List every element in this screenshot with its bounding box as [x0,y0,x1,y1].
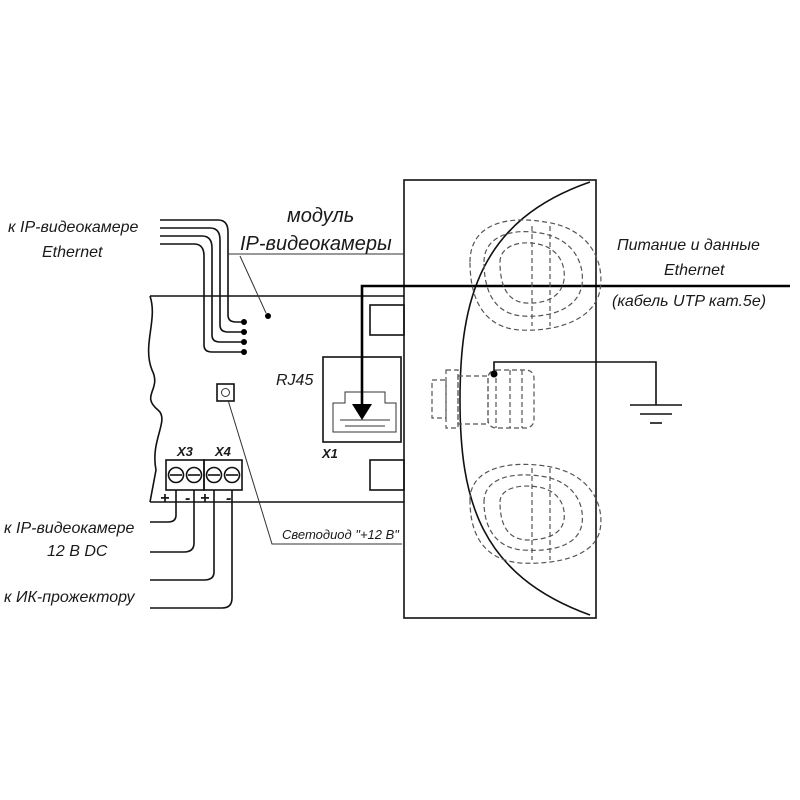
label-x4-plus: + [200,490,209,507]
center-cable-gland [431,369,535,429]
label-module-2: IP-видеокамеры [240,233,392,255]
top-cable-gland [469,219,602,331]
housing-wall [403,179,597,619]
label-rj45: RJ45 [276,372,313,389]
label-power-data-2: Ethernet [664,262,725,279]
module-leader [239,255,267,314]
ground-symbol [630,404,682,424]
rj45-socket [332,391,397,433]
housing-arc [459,181,591,616]
label-power-data-3: (кабель UTP кат.5е) [612,293,766,310]
label-to-camera-12v-1: к IP-видеокамере [4,520,135,537]
camera-ethernet-wires [160,219,247,355]
power-wires [150,490,233,609]
label-x1: X1 [321,446,338,461]
terminal-block-x4 [203,459,243,491]
label-to-ir-projector: к ИК-прожектору [4,589,136,606]
board-slot-bottom [369,459,405,491]
terminal-screws [167,466,241,484]
label-x3-minus: - [185,490,190,507]
label-x3-plus: + [160,490,169,507]
ground-point [490,370,498,378]
label-module-1: модуль [287,205,354,227]
ground-wire [493,361,657,405]
cable-arrow [352,404,372,420]
label-x4: X4 [214,444,232,459]
label-power-data-1: Питание и данные [617,237,760,254]
label-to-camera-ethernet-2: Ethernet [42,244,103,261]
board-slot-top [369,304,405,336]
module-leader-dot [265,313,271,319]
led-body [216,383,235,402]
label-x4-minus: - [226,490,231,507]
bottom-cable-gland [469,463,602,564]
led-leader [227,399,402,545]
ethernet-cable [360,284,790,404]
led-lens [221,388,230,397]
label-led: Светодиод "+12 В" [282,527,400,542]
label-x3: X3 [176,444,194,459]
label-to-camera-ethernet-1: к IP-видеокамере [8,219,139,236]
label-to-camera-12v-2: 12 В DC [47,543,108,560]
